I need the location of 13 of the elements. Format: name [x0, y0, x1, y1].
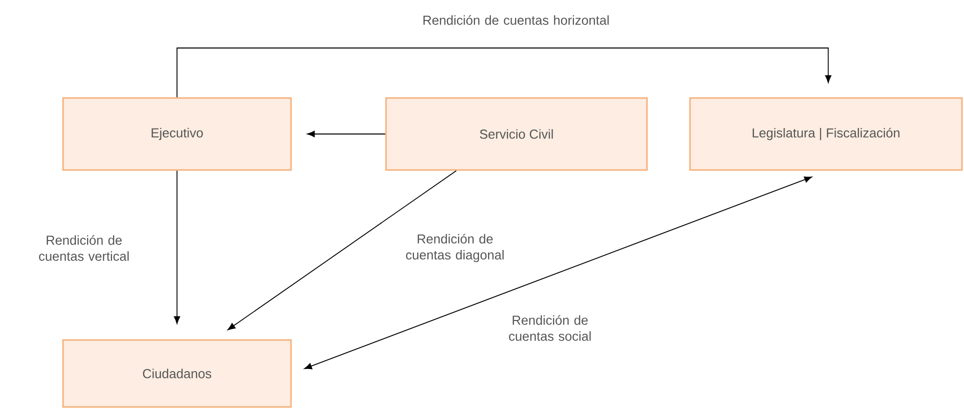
arrow: [304, 176, 812, 370]
edge-label: Rendición de cuentas diagonal: [406, 234, 504, 262]
arrow: [176, 48, 832, 98]
process-box: Ciudadanos: [62, 339, 292, 408]
arrow: [174, 170, 180, 324]
process-box: Legislatura | Fiscalización: [689, 97, 963, 171]
edge-label: Rendición de cuentas vertical: [39, 235, 129, 261]
edge-label: Rendición de cuentas horizontal: [423, 15, 609, 25]
arrow: [228, 170, 457, 330]
edge-label: Rendición de cuentas social: [509, 315, 591, 341]
process-box: Ejecutivo: [62, 97, 292, 171]
process-box: Servicio Civil: [385, 97, 648, 171]
arrow: [307, 130, 386, 138]
